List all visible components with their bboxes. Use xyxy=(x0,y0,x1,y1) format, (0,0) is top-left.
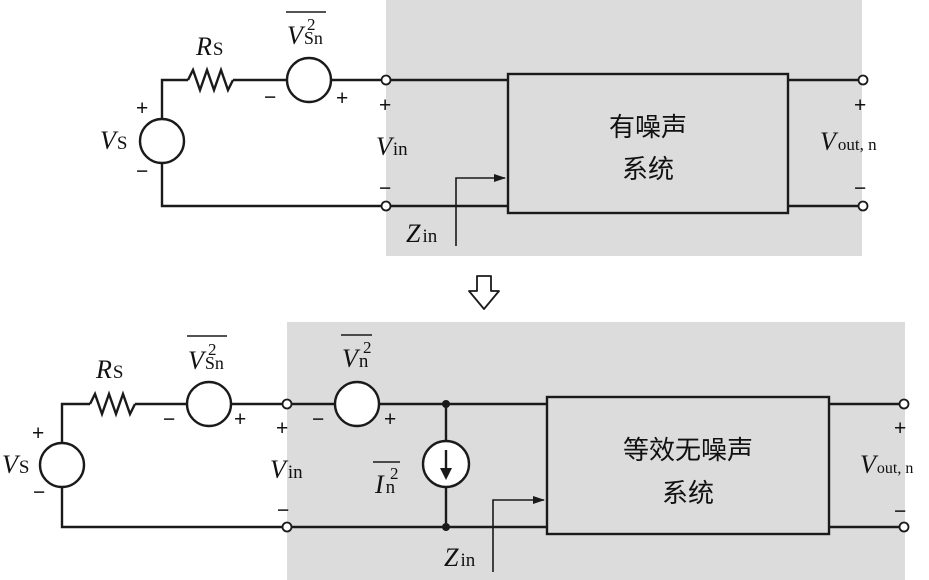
bottom-source-bottom-wire xyxy=(60,486,283,529)
top-source-label: VS xyxy=(100,126,127,155)
bottom-in-sup: 2 xyxy=(390,464,399,483)
top-box-line-2: 系统 xyxy=(622,155,674,185)
bottom-vn-sup: 2 xyxy=(363,338,372,357)
bottom-input-noise-voltage-icon xyxy=(333,380,381,428)
top-left-wire xyxy=(160,78,188,120)
bottom-noise-minus: − xyxy=(163,408,175,431)
bottom-junction-bottom xyxy=(442,523,450,531)
bottom-output-terminal-bottom xyxy=(898,521,910,533)
bottom-vout-minus: − xyxy=(894,500,906,523)
bottom-vout-label: Vout, n xyxy=(860,450,913,479)
bottom-output-terminal-top xyxy=(898,398,910,410)
top-output-terminal-top xyxy=(857,74,869,86)
top-noise-voltage-source-icon xyxy=(285,56,333,104)
top-source-plus: + xyxy=(136,97,148,120)
top-vin-label: Vin xyxy=(376,132,408,161)
top-noise-plus: + xyxy=(336,87,348,110)
top-vin-plus: + xyxy=(379,94,391,117)
bottom-vin-minus: − xyxy=(277,499,289,522)
top-input-terminal-bottom xyxy=(380,200,392,212)
bottom-source-plus: + xyxy=(32,422,44,445)
bottom-junction-top xyxy=(442,400,450,408)
bottom-source-minus: − xyxy=(33,481,45,504)
top-output-terminal-bottom xyxy=(857,200,869,212)
bottom-voltage-source-icon xyxy=(38,441,86,489)
bottom-vn-minus: − xyxy=(312,408,324,431)
top-vout-minus: − xyxy=(854,177,866,200)
bottom-source-noise-voltage-icon xyxy=(185,380,233,428)
bottom-vn-plus: + xyxy=(384,408,396,431)
bottom-vn-label: Vn xyxy=(342,344,369,373)
bottom-input-terminal-bottom xyxy=(281,521,293,533)
bottom-vin-plus: + xyxy=(276,417,288,440)
top-noise-minus: − xyxy=(264,86,276,109)
top-noisy-system-box xyxy=(506,72,790,215)
top-box-line-1: 有噪声 xyxy=(609,113,687,143)
bottom-noise-source-label: VSn xyxy=(188,346,224,375)
top-voltage-source-icon xyxy=(138,117,186,165)
bottom-noise-plus: + xyxy=(234,408,246,431)
top-vout-plus: + xyxy=(854,94,866,117)
bottom-resistor xyxy=(88,390,137,418)
top-input-terminal-top xyxy=(380,74,392,86)
top-source-minus: − xyxy=(136,160,148,183)
bottom-equivalent-system-box xyxy=(545,395,831,536)
bottom-resistor-label: RS xyxy=(95,355,123,384)
top-vin-minus: − xyxy=(379,177,391,200)
top-noise-source-sup: 2 xyxy=(307,15,316,34)
bottom-zin-arrow xyxy=(492,496,545,572)
top-resistor xyxy=(186,66,235,94)
bottom-box-line-2: 系统 xyxy=(662,479,714,509)
bottom-box-line-1: 等效无噪声 xyxy=(623,436,753,466)
top-noise-source-label: VSn xyxy=(287,21,323,50)
top-source-bottom-wire xyxy=(160,163,382,208)
top-resistor-label: RS xyxy=(195,32,223,61)
hollow-down-arrow-icon xyxy=(468,275,500,310)
current-direction-arrowhead-icon xyxy=(440,468,452,480)
bottom-left-wire xyxy=(60,402,90,443)
bottom-vout-plus: + xyxy=(894,417,906,440)
bottom-input-terminal-top xyxy=(281,398,293,410)
top-zin-arrow xyxy=(455,174,506,246)
bottom-noise-source-sup: 2 xyxy=(208,340,217,359)
bottom-source-label: VS xyxy=(2,450,29,479)
